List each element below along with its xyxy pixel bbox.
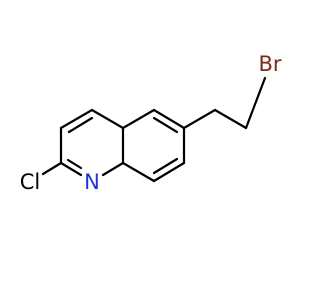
- bond-layer: [41, 76, 267, 183]
- bond-c3-c4: [59, 108, 94, 130]
- structure-canvas: Br Cl N: [19, 52, 282, 194]
- chlorine-atom-label: Cl: [20, 170, 41, 194]
- bond-c7-c8: [152, 161, 186, 183]
- bond-c2-cl: [41, 161, 63, 176]
- bromine-atom-label: Br: [258, 52, 281, 76]
- bond-c5-c6-inner: [152, 116, 179, 134]
- bond-n-c2-inner: [66, 158, 83, 170]
- bond-c5-c6: [152, 108, 186, 130]
- bond-ch2-ch2: [213, 108, 248, 130]
- bond-c4-c4a: [90, 108, 125, 130]
- bond-c8-c8a: [121, 161, 156, 183]
- bond-n-c2: [59, 161, 83, 177]
- bond-c4a-c5: [121, 108, 156, 130]
- bond-c3-c4-inner: [67, 116, 94, 134]
- molecule-structure: Br Cl N: [20, 52, 282, 194]
- bond-c7-c8-inner: [152, 157, 179, 175]
- bond-ch2-br: [244, 76, 267, 130]
- nitrogen-atom-label: N: [84, 170, 100, 194]
- bond-c6-ch2: [182, 108, 217, 130]
- bond-c8a-n: [101, 161, 125, 177]
